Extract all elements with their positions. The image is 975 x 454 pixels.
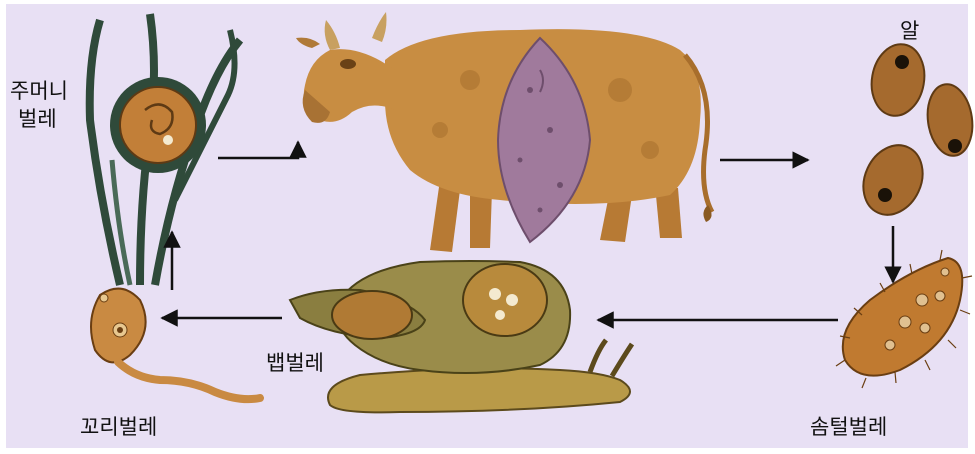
egg-label: 알	[900, 18, 919, 44]
metacercaria-label-line2: 벌레	[18, 106, 57, 132]
miracidium-label: 솜털벌레	[810, 414, 887, 440]
arrow-cyst-to-cow	[218, 142, 298, 158]
cyst-plant-icon	[90, 14, 240, 285]
snail-icon	[290, 261, 632, 412]
metacercaria-label-line1: 주머니	[10, 78, 68, 104]
cercaria-label: 꼬리벌레	[80, 414, 157, 440]
redia-label: 뱁벌레	[266, 350, 324, 376]
egg-icon	[852, 40, 975, 224]
miracidium-icon	[836, 250, 972, 388]
cercaria-icon	[91, 289, 260, 400]
